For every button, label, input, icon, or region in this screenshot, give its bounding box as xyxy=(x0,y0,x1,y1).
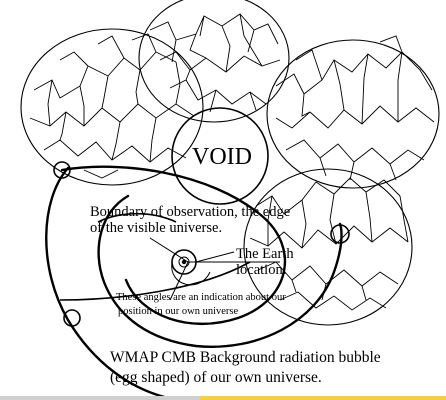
filaments-top xyxy=(150,14,280,112)
bubble-top xyxy=(139,0,289,122)
wmap-label-line1: WMAP CMB Background radiation bubble xyxy=(110,349,381,366)
boundary-label-line2: of the visible universe. xyxy=(90,220,222,236)
filaments-right xyxy=(276,36,434,180)
angles-label-line2: position in our own universe xyxy=(118,306,238,317)
void-label: VOID xyxy=(192,144,252,170)
earth-label-line1: The Earth xyxy=(236,246,294,262)
angles-label-line1: These angles are an indication about our xyxy=(116,292,286,303)
wmap-label-line2: (egg shaped) of our own universe. xyxy=(110,369,322,386)
earth-label-line2: location. xyxy=(236,262,286,278)
boundary-label-line1: Boundary of observation, the edge xyxy=(90,204,290,220)
filaments-bottom-right xyxy=(250,178,408,310)
earth-location xyxy=(172,250,234,285)
bottom-highlight-strip xyxy=(200,396,446,400)
bottom-gray-strip xyxy=(0,396,200,400)
